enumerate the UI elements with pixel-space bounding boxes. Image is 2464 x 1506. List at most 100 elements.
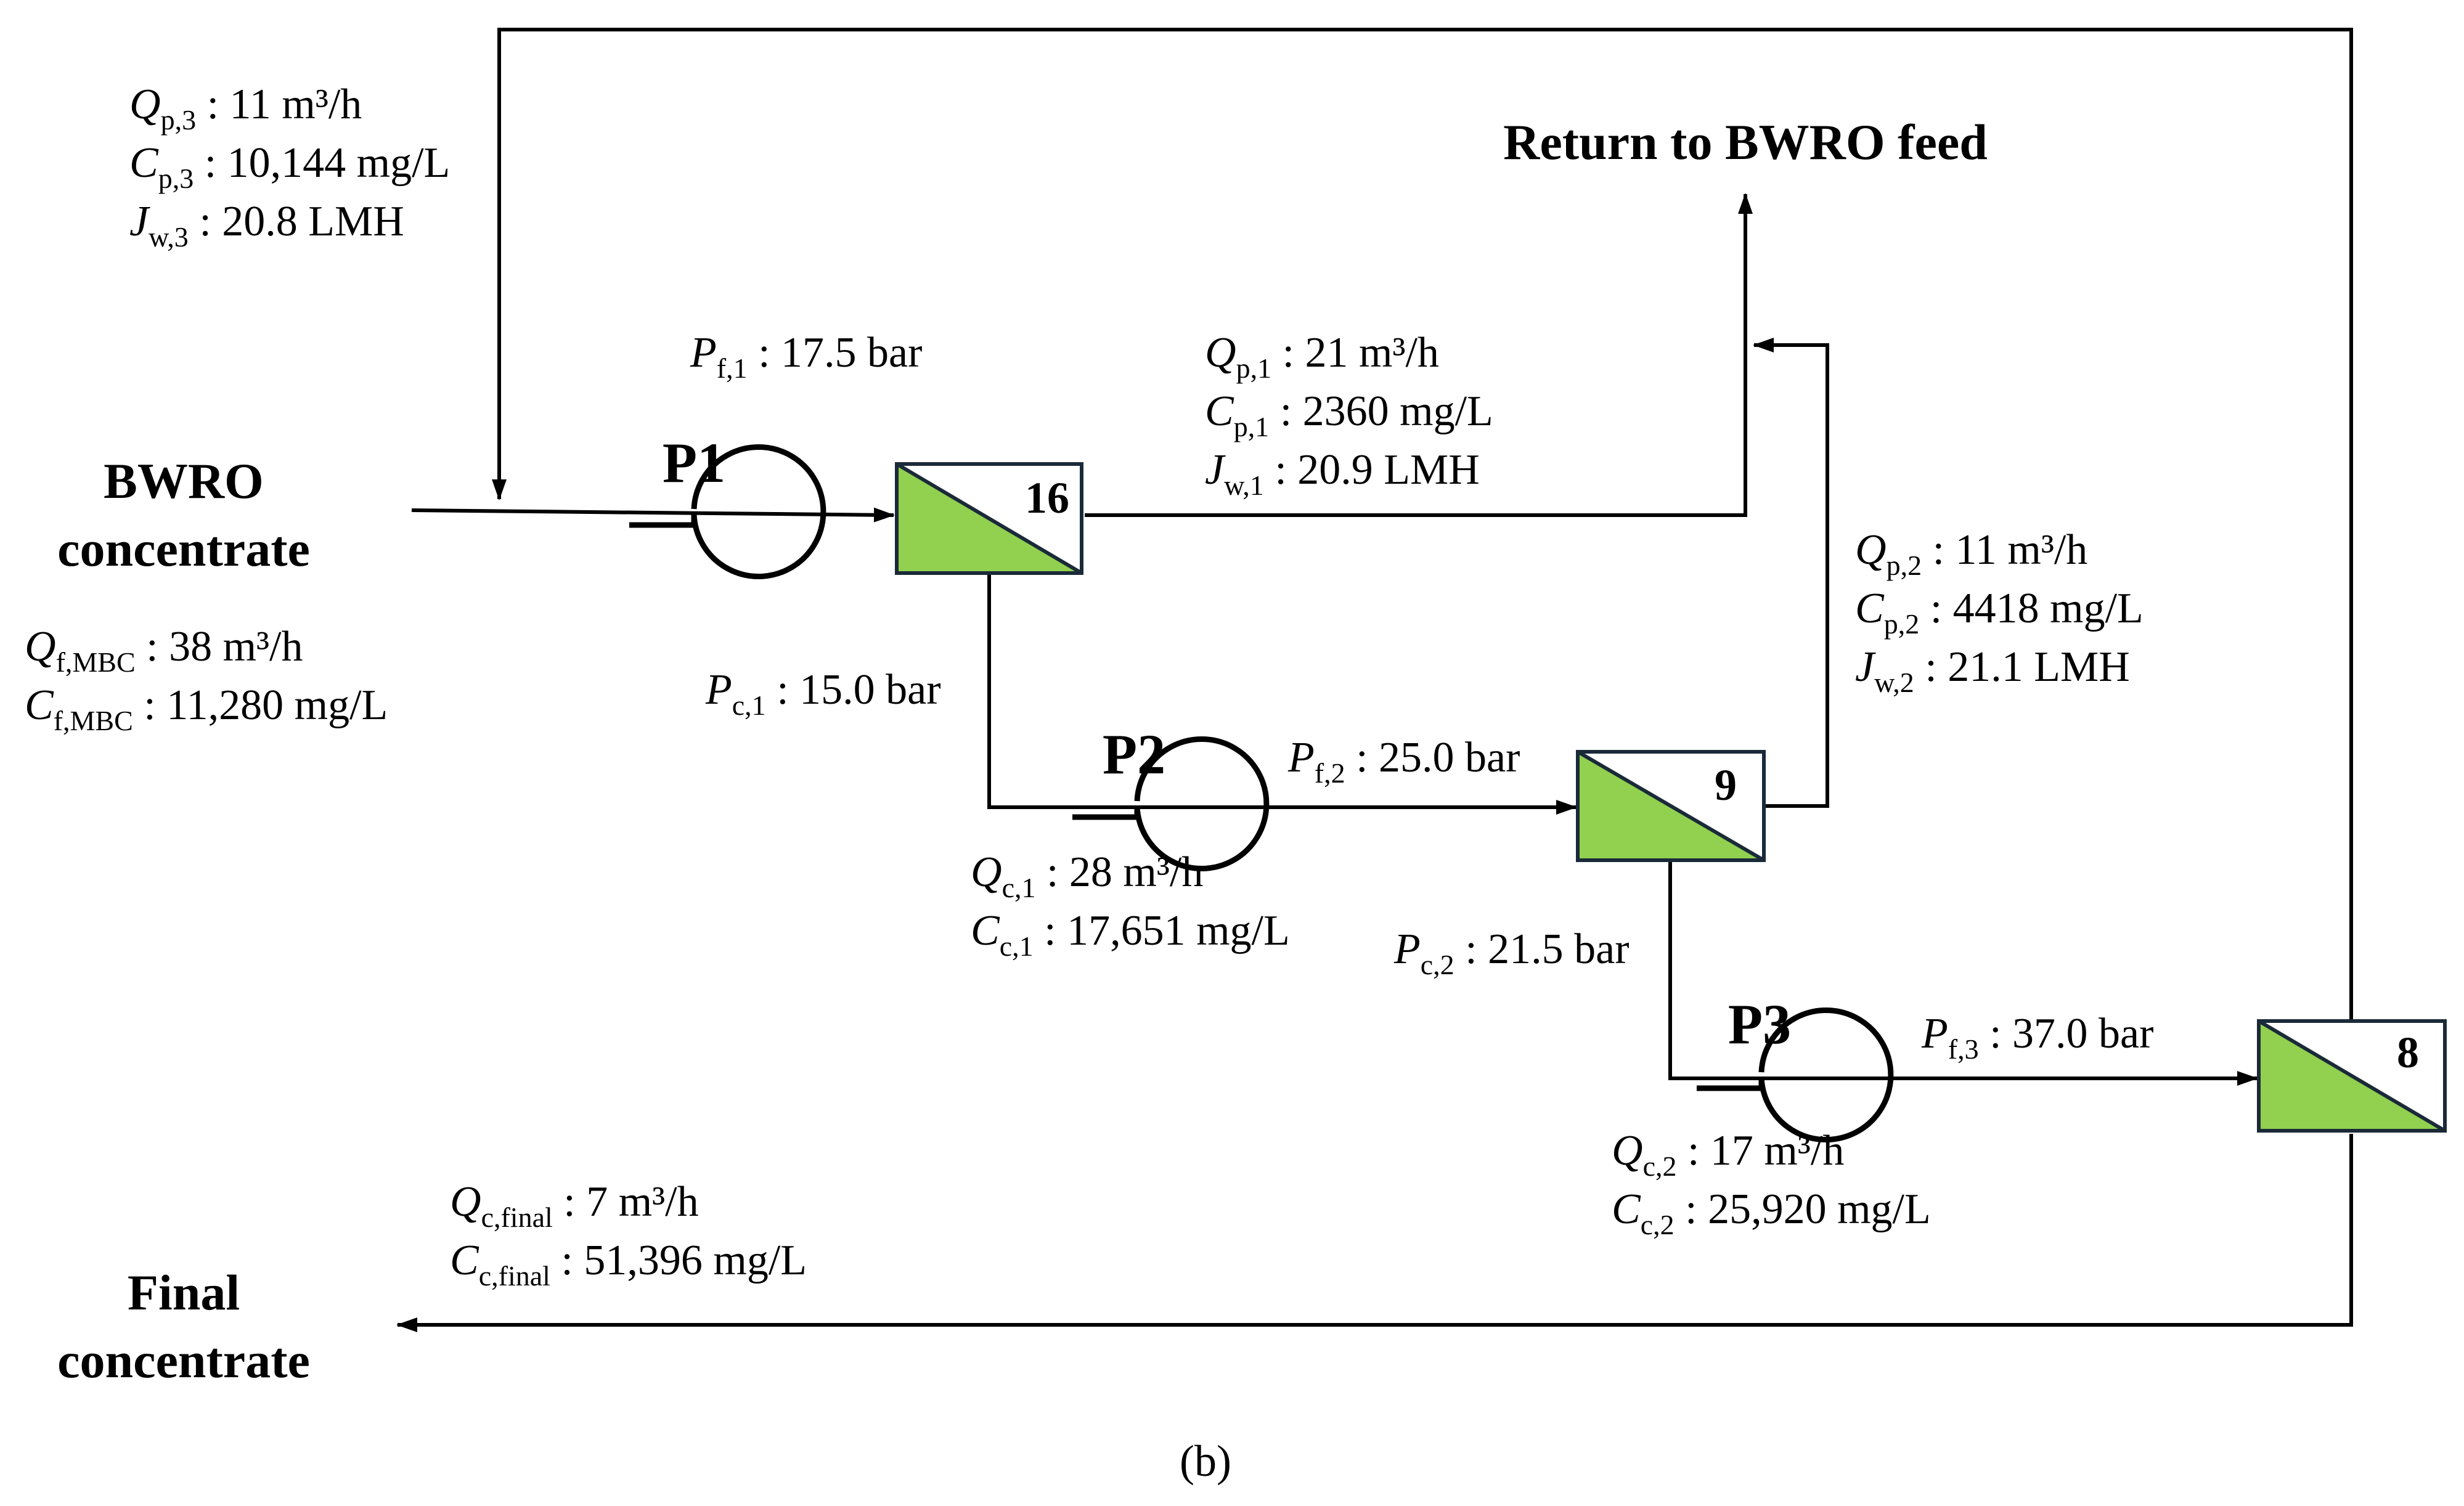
figure-caption: (b) xyxy=(1180,1436,1231,1486)
label-ccfin-var: C xyxy=(450,1237,479,1284)
label-qp3-var: Q xyxy=(129,81,161,128)
label-qfmbc: Qf,MBC : 38 m³/h xyxy=(25,623,303,678)
label-pf2: Pf,2 : 25.0 bar xyxy=(1287,734,1520,789)
label-jw2-value: : 21.1 LMH xyxy=(1914,643,2130,691)
label-qc2-var: Q xyxy=(1612,1127,1643,1174)
label-qcfin: Qc,final : 7 m³/h xyxy=(450,1178,699,1233)
recycle-line xyxy=(492,28,2353,1020)
label-qp2-value: : 11 m³/h xyxy=(1922,526,2087,574)
label-cc2-value: : 25,920 mg/L xyxy=(1675,1186,1931,1233)
label-jw1-sub: w,1 xyxy=(1224,470,1264,501)
label-jw1: Jw,1 : 20.9 LMH xyxy=(1205,446,1480,501)
label-qp3: Qp,3 : 11 m³/h xyxy=(129,81,362,136)
label-qp2: Qp,2 : 11 m³/h xyxy=(1855,526,2087,581)
stage-1-count: 16 xyxy=(1025,473,1069,523)
label-qp1-var: Q xyxy=(1205,329,1236,376)
label-cp1: Cp,1 : 2360 mg/L xyxy=(1205,388,1493,442)
label-qp3-value: : 11 m³/h xyxy=(196,81,362,128)
label-pf3-sub: f,3 xyxy=(1948,1033,1979,1065)
label-qc2-sub: c,2 xyxy=(1643,1150,1677,1182)
permeate1-line xyxy=(1085,193,1753,517)
label-pc2-value: : 21.5 bar xyxy=(1454,926,1630,973)
label-qc1-sub: c,1 xyxy=(1002,872,1036,903)
label-cp3-var: C xyxy=(129,139,159,187)
label-jw3-var: J xyxy=(129,198,150,245)
label-qc1-var: Q xyxy=(971,849,1002,896)
pump-p3: P3 xyxy=(1697,993,1894,1142)
outlet-title-line2: concentrate xyxy=(57,1332,310,1388)
return-label: Return to BWRO feed xyxy=(1503,114,1988,170)
permeate2-line xyxy=(1753,338,1829,808)
label-ccfin: Cc,final : 51,396 mg/L xyxy=(450,1237,807,1292)
label-ccfin-value: : 51,396 mg/L xyxy=(550,1237,807,1284)
concentrate2-line xyxy=(1668,860,2258,1086)
label-qp1: Qp,1 : 21 m³/h xyxy=(1205,329,1439,384)
label-cp1-value: : 2360 mg/L xyxy=(1269,388,1493,435)
label-pc1-value: : 15.0 bar xyxy=(766,666,941,714)
label-cc1-value: : 17,651 mg/L xyxy=(1034,907,1290,954)
label-qp3-sub: p,3 xyxy=(161,104,197,136)
label-cc1: Cc,1 : 17,651 mg/L xyxy=(971,907,1290,962)
label-cfmbc: Cf,MBC : 11,280 mg/L xyxy=(25,682,388,736)
label-cp2-var: C xyxy=(1855,585,1885,632)
pump-label-p3: P3 xyxy=(1728,993,1791,1056)
label-jw1-var: J xyxy=(1205,446,1226,494)
label-pf2-value: : 25.0 bar xyxy=(1345,734,1520,781)
label-cfmbc-value: : 11,280 mg/L xyxy=(133,682,388,729)
label-jw3-value: : 20.8 LMH xyxy=(189,198,404,245)
label-pf1: Pf,1 : 17.5 bar xyxy=(690,329,922,384)
label-qfmbc-var: Q xyxy=(25,623,56,670)
label-cp2: Cp,2 : 4418 mg/L xyxy=(1855,585,2144,640)
label-jw2: Jw,2 : 21.1 LMH xyxy=(1855,643,2130,698)
outlet-title-line1: Final xyxy=(128,1264,240,1321)
label-cp3: Cp,3 : 10,144 mg/L xyxy=(129,139,450,194)
pump-label-p1: P1 xyxy=(663,431,725,494)
label-qfmbc-value: : 38 m³/h xyxy=(136,623,303,670)
label-cp3-value: : 10,144 mg/L xyxy=(194,139,450,187)
label-pf3-var: P xyxy=(1921,1010,1948,1057)
label-jw2-sub: w,2 xyxy=(1874,667,1914,698)
label-cfmbc-var: C xyxy=(25,682,54,729)
label-jw3-sub: w,3 xyxy=(149,221,189,253)
stage-2: 9 xyxy=(1576,750,1766,862)
label-pf3: Pf,3 : 37.0 bar xyxy=(1921,1010,2153,1065)
label-pc1: Pc,1 : 15.0 bar xyxy=(705,666,941,721)
inlet-title-line2: concentrate xyxy=(57,521,310,577)
label-pc2: Pc,2 : 21.5 bar xyxy=(1393,926,1630,980)
label-pf2-var: P xyxy=(1287,734,1315,781)
label-pf1-sub: f,1 xyxy=(717,352,748,384)
label-jw3: Jw,3 : 20.8 LMH xyxy=(129,198,404,253)
label-pc2-var: P xyxy=(1393,926,1421,973)
label-cfmbc-sub: f,MBC xyxy=(54,705,133,736)
pump-p1: P1 xyxy=(629,431,826,579)
label-cc2-var: C xyxy=(1612,1186,1641,1233)
label-pf1-value: : 17.5 bar xyxy=(748,329,923,376)
label-cp1-sub: p,1 xyxy=(1234,411,1270,442)
label-pf2-sub: f,2 xyxy=(1315,757,1345,789)
inlet-title-line1: BWRO xyxy=(104,453,264,509)
label-qcfin-sub: c,final xyxy=(481,1202,553,1233)
label-pc1-var: P xyxy=(705,666,732,714)
label-jw1-value: : 20.9 LMH xyxy=(1264,446,1480,494)
concentrate1-line xyxy=(987,573,1577,815)
label-cp3-sub: p,3 xyxy=(158,163,194,194)
label-qp1-value: : 21 m³/h xyxy=(1271,329,1439,376)
label-qc1-value: : 28 m³/h xyxy=(1035,849,1203,896)
label-cc2-sub: c,2 xyxy=(1641,1209,1675,1240)
pump-label-p2: P2 xyxy=(1103,723,1165,786)
label-pf3-value: : 37.0 bar xyxy=(1979,1010,2154,1057)
final-concentrate-line xyxy=(396,1134,2353,1332)
pump-p2: P2 xyxy=(1072,723,1270,871)
stream-labels: Qp,3 : 11 m³/hCp,3 : 10,144 mg/LJw,3 : 2… xyxy=(25,81,2153,1292)
label-cc2: Cc,2 : 25,920 mg/L xyxy=(1612,1186,1931,1240)
label-qc2-value: : 17 m³/h xyxy=(1676,1127,1844,1174)
label-jw2-var: J xyxy=(1855,643,1876,691)
label-ccfin-sub: c,final xyxy=(479,1260,550,1292)
label-qc2: Qc,2 : 17 m³/h xyxy=(1612,1127,1844,1182)
label-pc1-sub: c,1 xyxy=(732,690,766,721)
label-qp2-sub: p,2 xyxy=(1887,550,1922,581)
label-cp2-sub: p,2 xyxy=(1884,608,1920,640)
label-qp1-sub: p,1 xyxy=(1236,352,1272,384)
label-cc1-sub: c,1 xyxy=(1000,930,1034,962)
